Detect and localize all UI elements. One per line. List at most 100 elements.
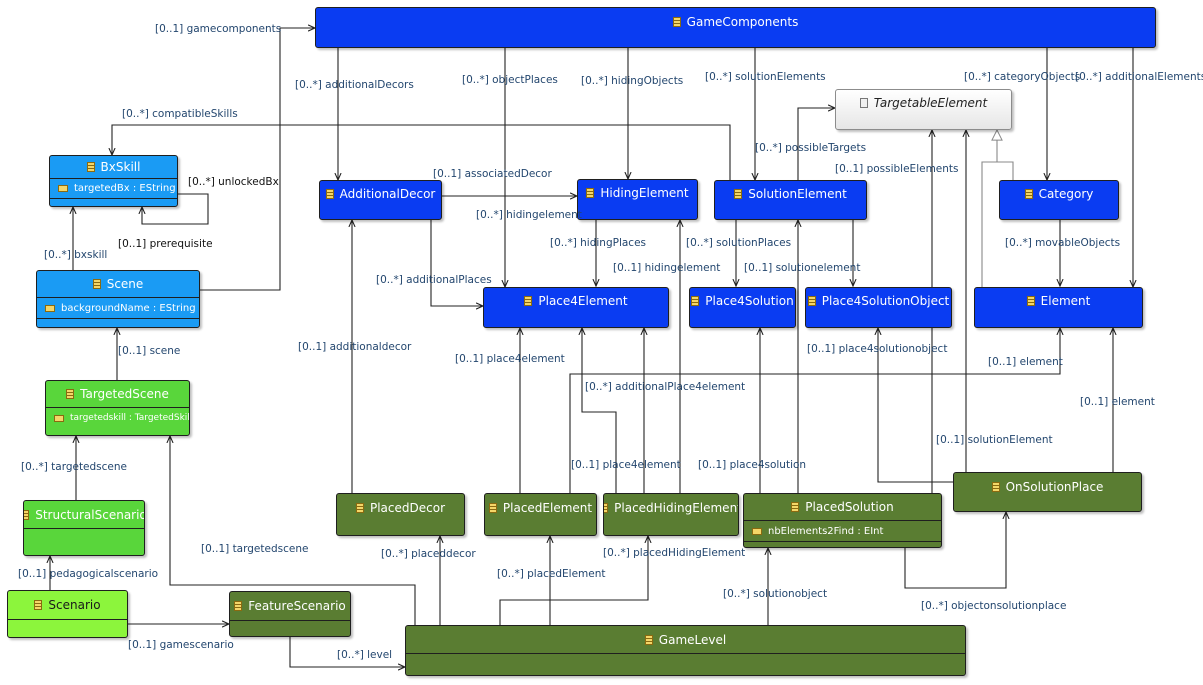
label-objectonsolutionplace: [0..*] objectonsolutionplace [921, 600, 1067, 612]
attribute-row: targetedBx : EString [50, 178, 177, 198]
label-place4solution-low: [0..1] place4solution [698, 459, 807, 471]
label-movable-objects: [0..*] movableObjects [1005, 237, 1121, 249]
edge-placed-hiding-element [500, 536, 648, 625]
class-scene[interactable]: Scene backgroundName : EString [36, 270, 200, 328]
class-name: PlacedDecor [369, 500, 446, 515]
class-icon [691, 296, 700, 306]
class-icon [355, 502, 364, 513]
class-solution-element[interactable]: SolutionElement [714, 180, 867, 220]
attribute-icon [54, 414, 64, 422]
class-icon [488, 502, 497, 513]
label-bxskill: [0..*] bxskill [44, 249, 108, 261]
edge-generalization-category [997, 130, 1014, 180]
class-hiding-element[interactable]: HidingElement [577, 179, 698, 220]
class-placed-solution[interactable]: PlacedSolution nbElements2Find : EInt [743, 493, 942, 548]
label-level: [0..*] level [337, 649, 393, 661]
class-element[interactable]: Element [974, 287, 1143, 328]
class-name: OnSolutionPlace [1005, 479, 1104, 494]
class-name: GameComponents [686, 14, 799, 29]
class-name: Category [1038, 187, 1094, 201]
class-icon [807, 296, 816, 306]
label-solutionobject: [0..*] solutionobject [723, 588, 828, 600]
edge-unlocked-bx [142, 193, 209, 225]
label-additional-places: [0..*] additionalPlaces [376, 274, 492, 286]
attribute-row: targetedskill : TargetedSkill [46, 407, 189, 428]
attribute-text: nbElements2Find : EInt [768, 525, 884, 537]
label-hidingelement-mid: [0..1] hidingelement [613, 262, 721, 274]
class-on-solution-place[interactable]: OnSolutionPlace [953, 472, 1142, 512]
label-additional-elements: [0..*] additionalElements [1075, 71, 1203, 83]
class-name: Place4Element [538, 294, 628, 308]
label-pedagogicalscenario: [0..1] pedagogicalscenario [18, 568, 159, 580]
class-structural-scenario[interactable]: StructuralScenario [23, 500, 145, 556]
attribute-row: nbElements2Find : EInt [744, 520, 941, 541]
class-game-components[interactable]: GameComponents [315, 7, 1156, 48]
attribute-icon [752, 527, 762, 535]
attribute-text: targetedskill : TargetedSkill [70, 413, 190, 423]
label-targetedscene-a: [0..*] targetedscene [21, 461, 128, 473]
label-place4element-low: [0..1] place4element [571, 459, 681, 471]
class-name: StructuralScenario [35, 507, 145, 522]
label-placeddecor: [0..*] placeddecor [381, 548, 476, 560]
class-name: PlacedHidingElement [614, 500, 739, 515]
label-possible-targets: [0..*] possibleTargets [755, 142, 867, 154]
class-name: Place4SolutionObject [821, 294, 950, 308]
class-place4solution[interactable]: Place4Solution [689, 287, 796, 328]
label-solutionelement-mid: [0..1] solutionelement [744, 262, 861, 274]
class-icon [86, 162, 95, 172]
label-additionaldecor: [0..1] additionaldecor [298, 341, 412, 353]
edge-gamecomponents [200, 28, 315, 290]
class-icon [791, 502, 800, 512]
edge-additional-places [431, 220, 483, 306]
class-scenario[interactable]: Scenario [7, 590, 128, 638]
label-compatible-skills: [0..*] compatibleSkills [122, 108, 238, 120]
label-possible-elements: [0..1] possibleElements [835, 163, 959, 175]
class-name: Scene [106, 277, 144, 291]
class-place4solution-object[interactable]: Place4SolutionObject [805, 287, 952, 328]
class-place4element[interactable]: Place4Element [483, 287, 669, 328]
class-icon [234, 601, 243, 611]
label-category-objects: [0..*] categoryObjects [964, 71, 1081, 83]
class-targetable-element[interactable]: TargetableElement [835, 89, 1012, 130]
label-unlocked-bx: [0..*] unlockedBx [188, 176, 279, 188]
edge-level [290, 637, 405, 667]
class-targeted-scene[interactable]: TargetedScene targetedskill : TargetedSk… [45, 380, 190, 436]
class-name: AdditionalDecor [339, 187, 436, 201]
class-name: SolutionElement [748, 187, 847, 201]
label-object-places: [0..*] objectPlaces [462, 74, 558, 86]
class-icon [24, 509, 30, 520]
label-solution-places: [0..*] solutionPlaces [686, 237, 792, 249]
label-hiding-objects: [0..*] hidingObjects [581, 75, 684, 87]
class-icon [524, 296, 533, 306]
label-solution-elements: [0..*] solutionElements [705, 71, 826, 83]
label-additional-place4element: [0..*] additionalPlace4element [585, 381, 746, 393]
label-hidingelement-top: [0..*] hidingelement [476, 209, 582, 221]
class-name: Scenario [48, 598, 101, 612]
label-element-b: [0..1] element [1080, 396, 1155, 408]
class-placed-element[interactable]: PlacedElement [484, 493, 597, 536]
label-additional-decors: [0..*] additionalDecors [295, 79, 414, 91]
abstract-class-icon [859, 98, 868, 108]
class-placed-hiding-element[interactable]: PlacedHidingElement [603, 493, 739, 536]
label-hiding-places: [0..*] hidingPlaces [550, 237, 646, 249]
edge-place4solutionobject [878, 328, 966, 483]
class-game-level[interactable]: GameLevel [405, 625, 966, 676]
edge-possible-targets [797, 108, 835, 180]
class-category[interactable]: Category [999, 180, 1119, 220]
class-placed-decor[interactable]: PlacedDecor [336, 493, 465, 536]
class-name: BxSkill [100, 160, 141, 174]
class-icon [734, 189, 743, 199]
class-bx-skill[interactable]: BxSkill targetedBx : EString [49, 155, 178, 207]
attribute-text: targetedBx : EString [74, 183, 176, 194]
label-place4element: [0..1] place4element [455, 353, 565, 365]
class-name: PlacedSolution [805, 500, 894, 514]
class-name: TargetedScene [80, 387, 169, 401]
class-name: HidingElement [600, 186, 689, 200]
class-icon [604, 502, 609, 513]
class-feature-scenario[interactable]: FeatureScenario [229, 591, 351, 637]
class-icon [1024, 189, 1033, 199]
class-additional-decor[interactable]: AdditionalDecor [319, 180, 442, 220]
label-associated-decor: [0..1] associatedDecor [433, 168, 552, 180]
attribute-row: backgroundName : EString [37, 297, 199, 318]
class-name: PlacedElement [502, 500, 593, 515]
